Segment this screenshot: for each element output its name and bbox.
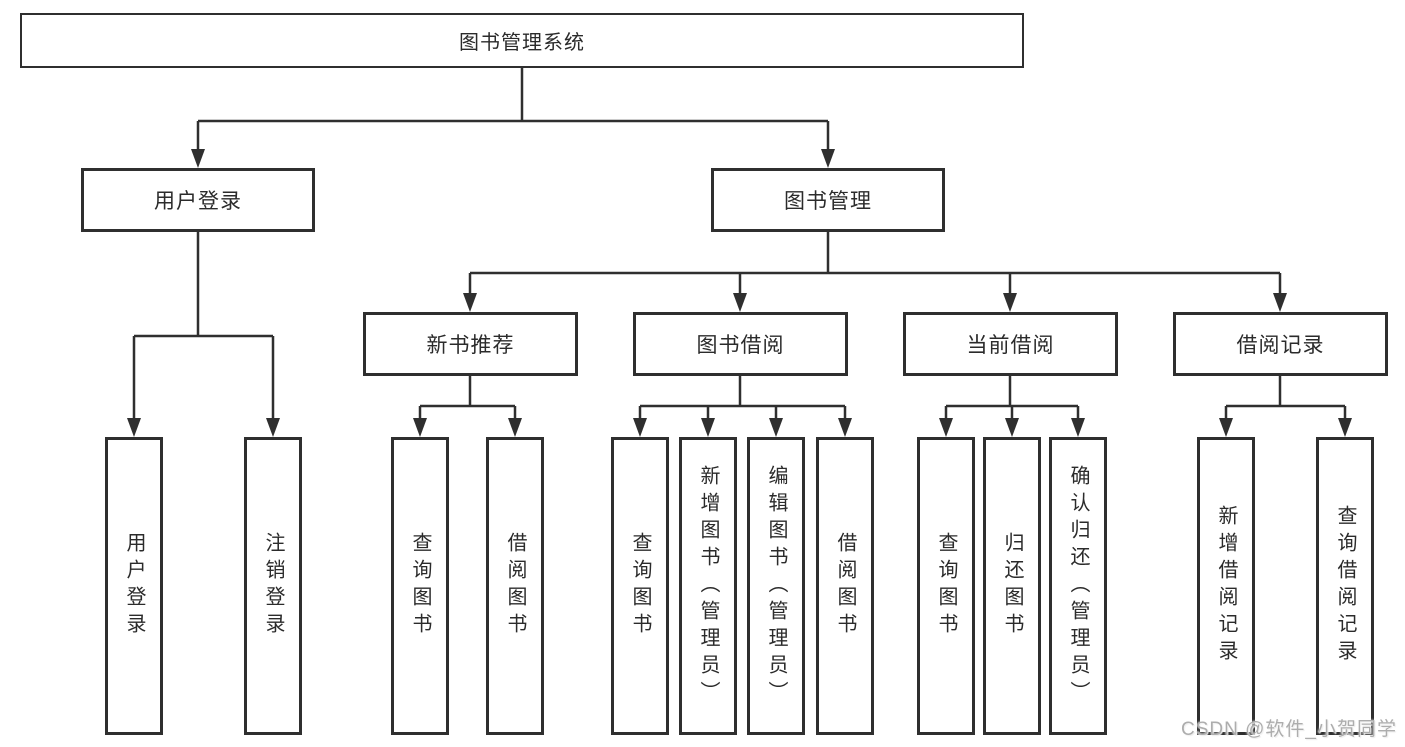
leaf-add-borrow-record: 新增借阅记录	[1197, 437, 1255, 735]
leaf-query-books-3: 查询图书	[917, 437, 975, 735]
node-borrow-records: 借阅记录	[1173, 312, 1388, 376]
leaf-edit-books-admin: 编辑图书（管理员）	[747, 437, 805, 735]
node-new-book-recommend: 新书推荐	[363, 312, 578, 376]
leaf-borrow-books-1: 借阅图书	[486, 437, 544, 735]
leaf-add-books-admin: 新增图书（管理员）	[679, 437, 737, 735]
leaf-query-books-2: 查询图书	[611, 437, 669, 735]
leaf-query-books-1: 查询图书	[391, 437, 449, 735]
node-book-management: 图书管理	[711, 168, 945, 232]
leaf-user-login: 用户登录	[105, 437, 163, 735]
node-library-system: 图书管理系统	[20, 13, 1024, 68]
leaf-return-books: 归还图书	[983, 437, 1041, 735]
leaf-borrow-books-2: 借阅图书	[816, 437, 874, 735]
leaf-query-borrow-record: 查询借阅记录	[1316, 437, 1374, 735]
leaf-logout: 注销登录	[244, 437, 302, 735]
node-book-borrow: 图书借阅	[633, 312, 848, 376]
node-current-borrow: 当前借阅	[903, 312, 1118, 376]
watermark-text: CSDN @软件_小贺同学	[1181, 719, 1397, 740]
leaf-confirm-return-admin: 确认归还（管理员）	[1049, 437, 1107, 735]
node-user-login: 用户登录	[81, 168, 315, 232]
